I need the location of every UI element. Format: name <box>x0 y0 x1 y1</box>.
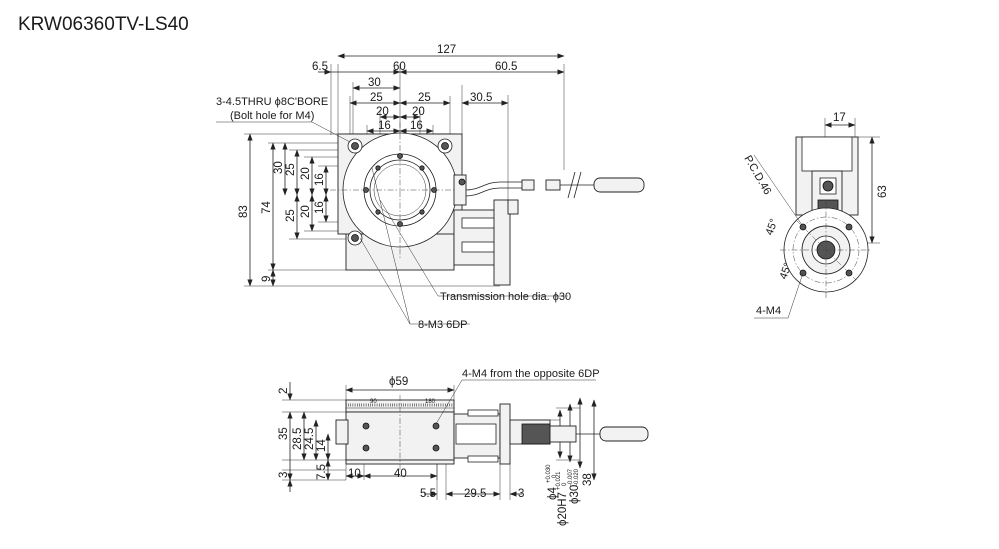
dim-side-17: 17 <box>833 112 846 124</box>
dim-top-20-right: 20 <box>412 106 425 118</box>
top-view-cable <box>465 171 645 199</box>
dim-front-35: 35 <box>278 427 290 440</box>
tol-phi20-lower: 0 <box>562 482 568 486</box>
dim-left-30: 30 <box>273 161 285 174</box>
dim-front-7-5: 7.5 <box>316 464 328 480</box>
top-view-bolt-holes <box>347 138 466 246</box>
dim-top-30-5: 30.5 <box>470 92 492 104</box>
dim-top-25-right: 25 <box>418 92 431 104</box>
dim-front-10: 10 <box>348 468 361 480</box>
tol-phi4-lower: 0 <box>552 474 558 478</box>
callout-bolt-hole-line1: 3-4.5THRU ϕ8C'BORE <box>216 96 328 108</box>
dim-top-30: 30 <box>368 77 381 89</box>
dim-side-63: 63 <box>877 185 889 198</box>
dim-top-6-5: 6.5 <box>312 61 328 73</box>
front-view-stage-body <box>335 395 649 470</box>
callout-bolt-hole-line2: (Bolt hole for M4) <box>230 110 314 122</box>
dim-left-16-lower: 16 <box>314 201 326 214</box>
dim-front-29-5: 29.5 <box>464 488 486 500</box>
dim-left-25-upper: 25 <box>285 163 297 176</box>
front-view: 90 180 ϕ59 4-M4 from the opposite 6DP 2 … <box>278 368 649 526</box>
tol-phi20-upper: +0.021 <box>556 471 562 490</box>
dim-top-60-5: 60.5 <box>495 61 517 73</box>
side-view-leaders <box>753 154 804 319</box>
dim-front-38: 38 <box>582 473 594 486</box>
dim-top-127: 127 <box>437 44 456 56</box>
angle-45-lower: 45° <box>778 261 795 281</box>
dim-phi4: ϕ4 <box>547 487 559 500</box>
angle-45-upper: 45° <box>764 217 781 237</box>
dim-top-60: 60 <box>393 61 406 73</box>
dim-front-14: 14 <box>316 439 328 452</box>
front-view-leader <box>435 379 596 425</box>
dim-top-16-right: 16 <box>410 120 423 132</box>
tol-phi4-upper: +0.030 <box>546 464 552 483</box>
side-view-dimension-lines <box>824 122 875 244</box>
top-view: 127 6.5 60 60.5 30 25 25 30.5 20 20 16 1… <box>216 44 645 331</box>
dim-top-16-left: 16 <box>378 120 391 132</box>
dim-front-28-5: 28.5 <box>292 428 304 450</box>
dim-top-25-left: 25 <box>370 92 383 104</box>
dim-left-83: 83 <box>238 205 250 218</box>
dim-phi59: ϕ59 <box>389 376 408 388</box>
top-view-leaders <box>216 121 568 325</box>
drawing-title: KRW06360TV-LS40 <box>18 14 189 35</box>
dim-front-40: 40 <box>394 468 407 480</box>
dim-top-20-left: 20 <box>376 106 389 118</box>
side-view: 17 63 P.C.D.46 45° 45° 4-M4 <box>741 112 889 319</box>
callout-m4-opposite: 4-M4 from the opposite 6DP <box>462 368 600 380</box>
tol-phi30-lower: -0.020 <box>574 468 580 486</box>
callout-m3-holes: 8-M3 6DP <box>418 319 468 331</box>
dim-front-5-5: 5.5 <box>420 488 436 500</box>
callout-transmission-hole: Transmission hole dia. ϕ30 <box>440 291 571 303</box>
dim-phi30: ϕ30 <box>569 485 581 504</box>
front-view-dimension-lines <box>287 382 597 497</box>
dim-left-16-upper: 16 <box>314 173 326 186</box>
scale-label-180: 180 <box>425 399 436 405</box>
dim-left-20-upper: 20 <box>300 167 312 180</box>
dim-front-3: 3 <box>278 472 290 478</box>
dim-left-20-lower: 20 <box>300 205 312 218</box>
scale-label-90: 90 <box>370 399 377 405</box>
dim-left-74: 74 <box>261 201 273 214</box>
dim-phi20h7: ϕ20H7 <box>557 492 569 526</box>
dim-front-24-5: 24.5 <box>304 428 316 450</box>
dim-front-3-bottom: 3 <box>518 488 524 500</box>
callout-side-m4: 4-M4 <box>756 305 781 317</box>
dim-left-25-lower: 25 <box>285 209 297 222</box>
dim-front-2: 2 <box>278 388 290 394</box>
side-view-motor-body <box>780 136 872 300</box>
dim-left-9: 9 <box>261 276 273 282</box>
top-view-dimension-lines <box>247 53 565 287</box>
tol-phi30-upper: -0.007 <box>568 468 574 486</box>
